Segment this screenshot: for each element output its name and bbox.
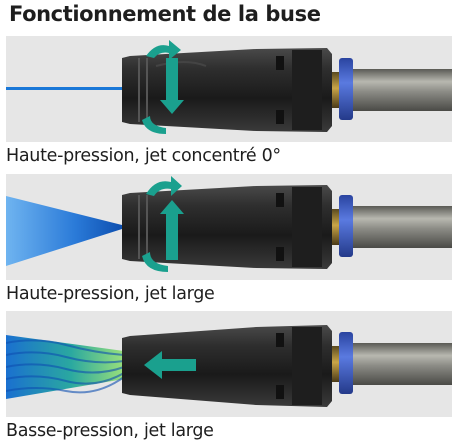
- nozzle-panel-fan: [6, 174, 452, 280]
- lance-tube: [351, 343, 452, 385]
- rotate-icon: [142, 176, 184, 272]
- page-title: Fonctionnement de la buse: [9, 2, 321, 26]
- low-pressure-wave-jet: [6, 335, 125, 399]
- concentrated-jet: [6, 87, 122, 90]
- lance-tube: [351, 206, 452, 248]
- push-arrow-icon: [144, 351, 196, 379]
- nozzle-panel-concentrated: [6, 36, 452, 142]
- nozzle-body: [122, 325, 332, 407]
- caption-concentrated: Haute-pression, jet concentré 0°: [6, 146, 281, 166]
- lance-tube: [351, 69, 452, 111]
- nozzle-panel-low-pressure: [6, 311, 452, 417]
- nozzle-body: [122, 48, 332, 132]
- rotate-icon: [142, 40, 184, 134]
- fan-jet: [6, 196, 122, 266]
- caption-low-pressure: Basse-pression, jet large: [6, 421, 214, 441]
- nozzle-body: [122, 185, 332, 269]
- caption-fan: Haute-pression, jet large: [6, 284, 215, 304]
